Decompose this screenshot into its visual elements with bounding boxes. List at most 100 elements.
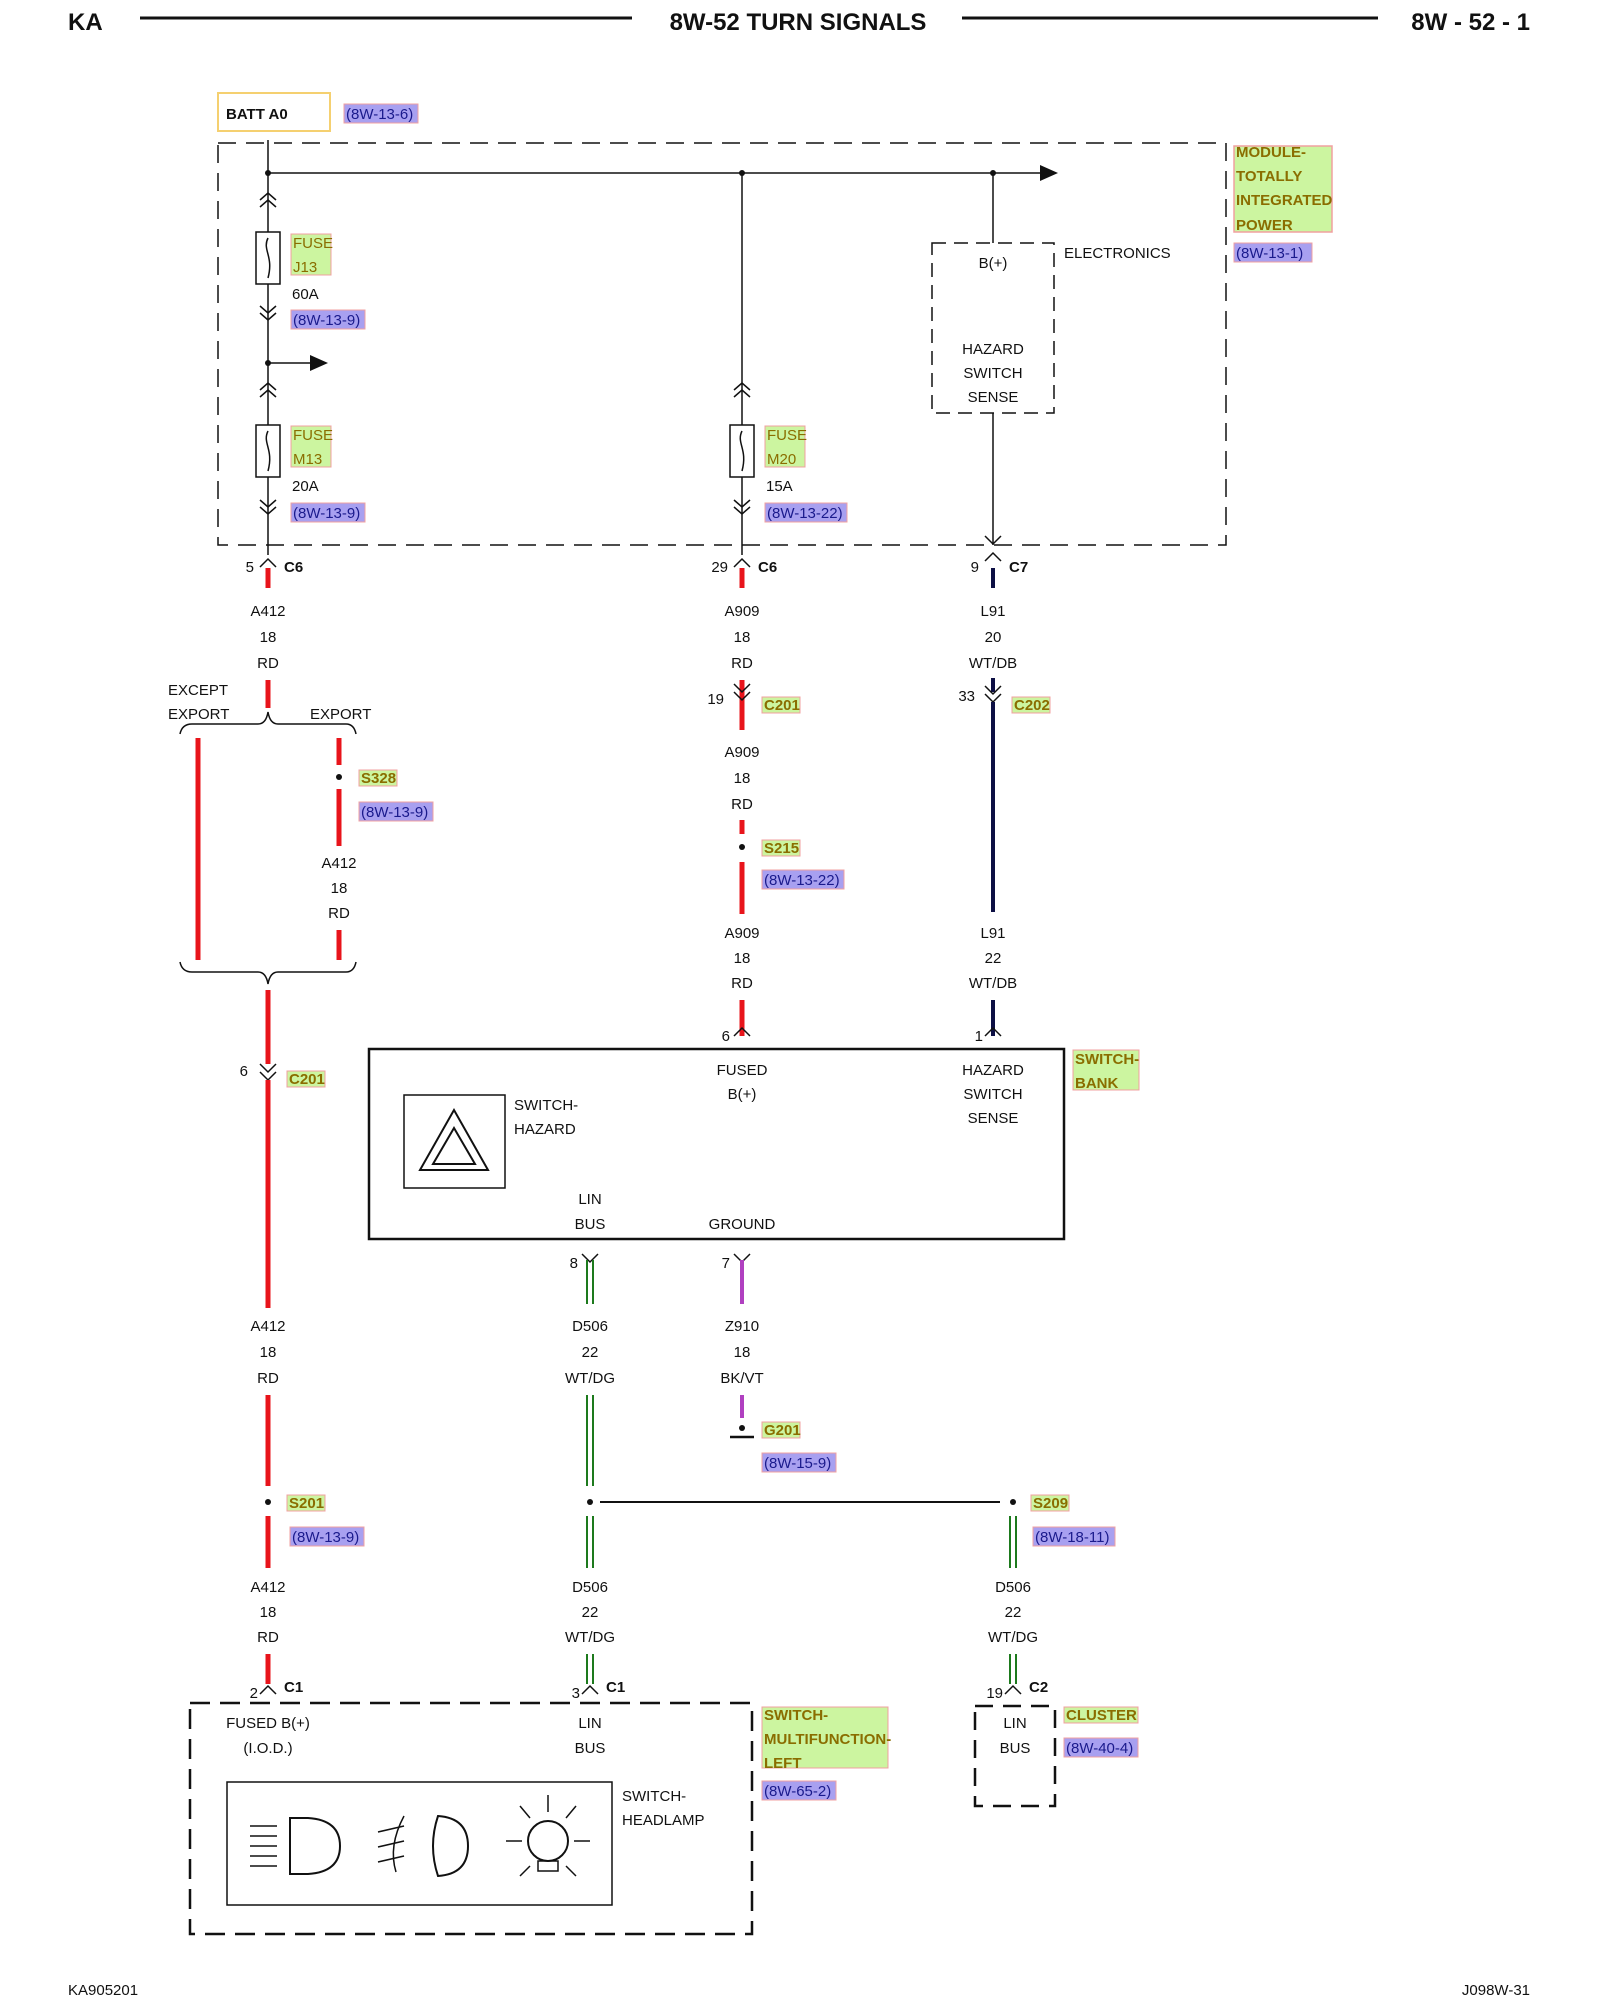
s328-name[interactable]: S328 xyxy=(361,770,396,787)
fuse-j13-ref[interactable]: (8W-13-9) xyxy=(293,312,360,329)
d506-2-name: D506 xyxy=(572,1579,608,1596)
d506-3-gauge: 22 xyxy=(1005,1604,1022,1621)
connector-chevron-icon xyxy=(259,499,277,508)
c201-top-name[interactable]: C201 xyxy=(764,697,800,714)
cluster-name-bg xyxy=(1063,1706,1139,1724)
c6b-name[interactable]: C6 xyxy=(758,559,777,576)
d506-2-gauge: 22 xyxy=(582,1604,599,1621)
splice-s201-icon xyxy=(265,1499,271,1505)
cluster-lin-2: BUS xyxy=(1000,1740,1031,1757)
l91-1-color: WT/DB xyxy=(969,655,1017,672)
s328-ref[interactable]: (8W-13-9) xyxy=(361,804,428,821)
fuse-j13-label-1[interactable]: FUSE xyxy=(293,235,333,252)
fuse-m20-label-2[interactable]: M20 xyxy=(767,451,796,468)
s215-name[interactable]: S215 xyxy=(764,840,799,857)
ground-dot-icon xyxy=(739,1425,745,1431)
merge-brace-icon xyxy=(179,961,357,985)
connector-c6-icon xyxy=(259,557,277,568)
switch-bank-name-2[interactable]: BANK xyxy=(1075,1075,1118,1092)
connector-c202-icon xyxy=(984,693,1002,704)
connector-c201-icon xyxy=(733,683,751,694)
s209-ref[interactable]: (8W-18-11) xyxy=(1035,1529,1109,1546)
s201-ref[interactable]: (8W-13-9) xyxy=(292,1529,359,1546)
arrow-down-icon xyxy=(984,535,1002,546)
switch-bank-name-1[interactable]: SWITCH- xyxy=(1075,1051,1139,1068)
headlamp-2: HEADLAMP xyxy=(622,1812,705,1829)
tipm-name-1[interactable]: MODULE- xyxy=(1236,144,1306,161)
fuse-m13-label-1[interactable]: FUSE xyxy=(293,427,333,444)
tipm-name-4[interactable]: POWER xyxy=(1236,217,1293,234)
tipm-name-2[interactable]: TOTALLY xyxy=(1236,168,1302,185)
a412-2-name: A412 xyxy=(321,855,356,872)
c1a-pin: 2 xyxy=(250,1685,258,1702)
fuse-m20-rating: 15A xyxy=(766,478,793,495)
fuse-j13-label-2[interactable]: J13 xyxy=(293,259,317,276)
mfs-name-2[interactable]: MULTIFUNCTION- xyxy=(764,1731,891,1748)
c6a-name[interactable]: C6 xyxy=(284,559,303,576)
c1a-name[interactable]: C1 xyxy=(284,1679,303,1696)
c1b-name[interactable]: C1 xyxy=(606,1679,625,1696)
a909-2-name: A909 xyxy=(724,744,759,761)
s209-ref-bg xyxy=(1032,1526,1116,1547)
c2-name[interactable]: C2 xyxy=(1029,1679,1048,1696)
mfs-lin-2: BUS xyxy=(575,1740,606,1757)
g201-name[interactable]: G201 xyxy=(764,1422,801,1439)
mfs-name-1[interactable]: SWITCH- xyxy=(764,1707,828,1724)
s328-bg xyxy=(358,769,398,787)
connector-chevron-icon xyxy=(259,389,277,398)
tipm-ref[interactable]: (8W-13-1) xyxy=(1236,245,1303,262)
c2-pin: 19 xyxy=(986,1685,1003,1702)
s215-ref[interactable]: (8W-13-22) xyxy=(764,872,840,889)
connector-c201-icon xyxy=(259,1063,277,1074)
tipm-name-3[interactable]: INTEGRATED xyxy=(1236,192,1333,209)
d506-1-gauge: 22 xyxy=(582,1344,599,1361)
a412-2-color: RD xyxy=(328,905,350,922)
connector-switchbank-icon xyxy=(984,1026,1002,1037)
fuse-m20-label-1[interactable]: FUSE xyxy=(767,427,807,444)
g201-ref[interactable]: (8W-15-9) xyxy=(764,1455,831,1472)
splice-s215-icon xyxy=(739,844,745,850)
c201-top-pin: 19 xyxy=(707,691,724,708)
a909-3-name: A909 xyxy=(724,925,759,942)
s201-name[interactable]: S201 xyxy=(289,1495,324,1512)
fuse-m20-ref[interactable]: (8W-13-22) xyxy=(767,505,843,522)
connector-chevron-icon xyxy=(259,312,277,321)
fuse-j13-ref-bg xyxy=(290,309,366,330)
s209-name[interactable]: S209 xyxy=(1033,1495,1068,1512)
connector-chevron-icon xyxy=(733,382,751,391)
c202-name[interactable]: C202 xyxy=(1014,697,1050,714)
fuse-m13-ref[interactable]: (8W-13-9) xyxy=(293,505,360,522)
c6b-pin: 29 xyxy=(711,559,728,576)
splice-dot-icon xyxy=(265,360,271,366)
fuse-m13-label-2[interactable]: M13 xyxy=(293,451,322,468)
g201-bg xyxy=(761,1421,801,1439)
connector-c202-icon xyxy=(984,685,1002,696)
headlamp-switch-panel xyxy=(226,1781,613,1906)
a909-1-name: A909 xyxy=(724,603,759,620)
tipm-hazard-1: HAZARD xyxy=(962,341,1024,358)
switch-bank-box xyxy=(367,1047,1066,1241)
tipm-ref-bg xyxy=(1233,242,1313,263)
mfs-ref[interactable]: (8W-65-2) xyxy=(764,1783,831,1800)
switchbank-pin-hazard: 1 xyxy=(975,1028,983,1045)
fuse-element-icon xyxy=(265,237,271,279)
cluster-name[interactable]: CLUSTER xyxy=(1066,1707,1137,1724)
connector-chevron-icon xyxy=(733,506,751,515)
branch-arrow-icon xyxy=(310,355,328,371)
multifunction-switch-box xyxy=(188,1701,754,1936)
export-brace-icon xyxy=(179,711,357,735)
c7-name[interactable]: C7 xyxy=(1009,559,1028,576)
mfs-name-bg xyxy=(761,1706,889,1769)
c7-pin: 9 xyxy=(971,559,979,576)
cluster-ref[interactable]: (8W-40-4) xyxy=(1066,1740,1133,1757)
batt-box xyxy=(217,92,331,132)
connector-c1-icon xyxy=(581,1684,599,1695)
connector-chevron-icon xyxy=(259,192,277,201)
a909-2-color: RD xyxy=(731,796,753,813)
c201-left-pin: 6 xyxy=(240,1063,248,1080)
batt-ref[interactable]: (8W-13-6) xyxy=(346,106,413,123)
mfs-name-3[interactable]: LEFT xyxy=(764,1755,802,1772)
a909-3-gauge: 18 xyxy=(734,950,751,967)
c201-left-name[interactable]: C201 xyxy=(289,1071,325,1088)
